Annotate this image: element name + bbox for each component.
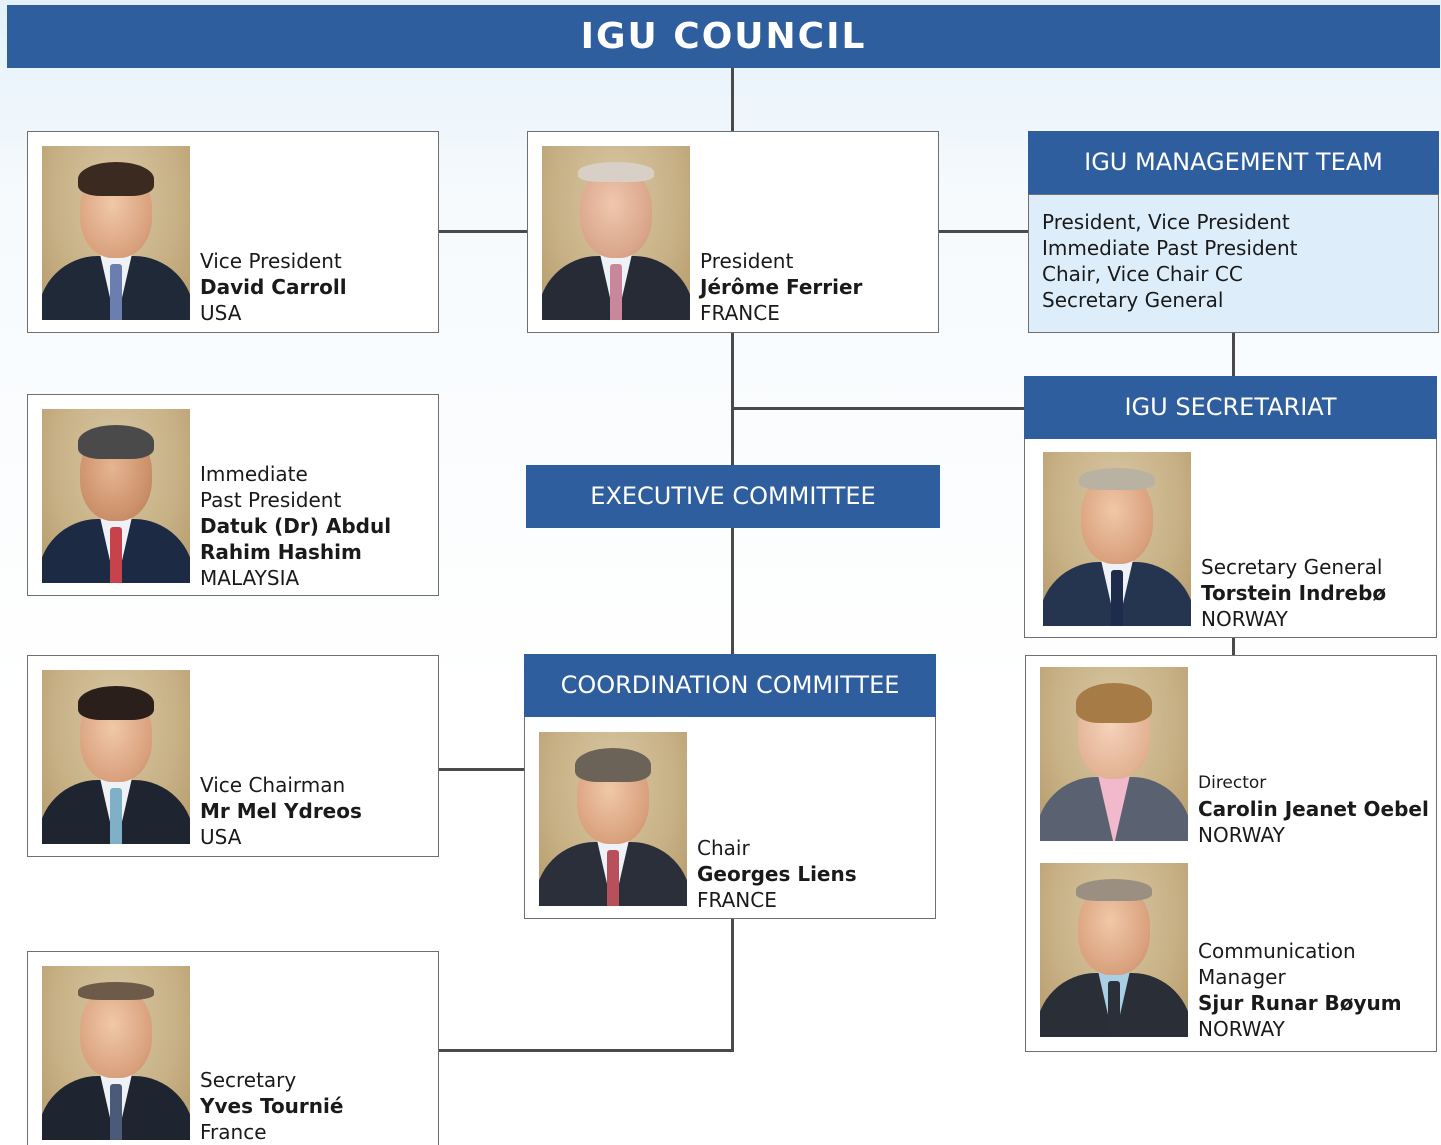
management-team-line: Immediate Past President	[1042, 236, 1298, 260]
past-president-card: Immediate Past President Datuk (Dr) Abdu…	[27, 394, 439, 596]
connector-president-down	[731, 332, 734, 466]
secretary-role: Secretary	[200, 1068, 297, 1092]
past-president-role-2: Past President	[200, 488, 342, 512]
vice-chairman-photo	[42, 670, 190, 844]
communication-manager-photo	[1040, 863, 1188, 1037]
president-name: Jérôme Ferrier	[700, 275, 863, 299]
secretary-country: France	[200, 1120, 267, 1144]
connector-mgmt-secretariat	[1232, 332, 1235, 376]
connector-exec-coord	[731, 527, 734, 654]
secretariat-card: IGU SECRETARIAT Secretary General Torste…	[1024, 376, 1437, 638]
connector-vicechair-coord	[438, 768, 524, 771]
coordination-committee-header: COORDINATION COMMITTEE	[524, 654, 936, 717]
communication-manager-country: NORWAY	[1198, 1017, 1285, 1041]
director-name: Carolin Jeanet Oebel	[1198, 797, 1429, 821]
secretary-photo	[42, 966, 190, 1140]
igu-council-header: IGU COUNCIL	[7, 5, 1440, 68]
vice-chairman-role: Vice Chairman	[200, 773, 346, 797]
secretariat-header: IGU SECRETARIAT	[1024, 376, 1437, 439]
past-president-name-2: Rahim Hashim	[200, 540, 362, 564]
connector-to-secretary	[438, 1049, 734, 1052]
secretary-general-photo	[1043, 452, 1191, 626]
past-president-name-1: Datuk (Dr) Abdul	[200, 514, 392, 538]
vice-president-role: Vice President	[200, 249, 342, 273]
vice-chairman-card: Vice Chairman Mr Mel Ydreos USA	[27, 655, 439, 857]
past-president-role-1: Immediate	[200, 462, 308, 486]
management-team-header: IGU MANAGEMENT TEAM	[1028, 131, 1439, 194]
vice-chairman-name: Mr Mel Ydreos	[200, 799, 362, 823]
president-card: President Jérôme Ferrier FRANCE	[527, 131, 939, 333]
chair-photo	[539, 732, 687, 906]
secretary-general-country: NORWAY	[1201, 607, 1288, 631]
secretary-card: Secretary Yves Tournié France	[27, 951, 439, 1145]
coordination-committee-card: COORDINATION COMMITTEE Chair Georges Lie…	[524, 654, 936, 919]
communication-manager-role-1: Communication	[1198, 939, 1356, 963]
management-team-line: Secretary General	[1042, 288, 1224, 312]
connector-vp-president	[438, 230, 528, 233]
vice-president-name: David Carroll	[200, 275, 347, 299]
director-photo	[1040, 667, 1188, 841]
chair-role: Chair	[697, 836, 750, 860]
management-team-line: President, Vice President	[1042, 210, 1290, 234]
connector-coord-down	[731, 918, 734, 1052]
connector-president-mgmt	[938, 230, 1028, 233]
past-president-photo	[42, 409, 190, 583]
secretary-general-role: Secretary General	[1201, 555, 1383, 579]
management-team-line: Chair, Vice Chair CC	[1042, 262, 1243, 286]
connector-council-president	[731, 66, 734, 132]
chair-country: FRANCE	[697, 888, 777, 912]
management-team-panel: President, Vice President Immediate Past…	[1028, 194, 1439, 333]
vice-chairman-country: USA	[200, 825, 242, 849]
director-country: NORWAY	[1198, 823, 1285, 847]
secretariat-staff-card: Director Carolin Jeanet Oebel NORWAY Com…	[1025, 655, 1437, 1052]
past-president-country: MALAYSIA	[200, 566, 300, 590]
vice-president-photo	[42, 146, 190, 320]
chair-name: Georges Liens	[697, 862, 857, 886]
secretary-general-name: Torstein Indrebø	[1201, 581, 1387, 605]
communication-manager-name: Sjur Runar Bøyum	[1198, 991, 1402, 1015]
vice-president-country: USA	[200, 301, 242, 325]
vice-president-card: Vice President David Carroll USA	[27, 131, 439, 333]
president-role: President	[700, 249, 794, 273]
connector-to-secretariat	[731, 407, 1025, 410]
communication-manager-role-2: Manager	[1198, 965, 1286, 989]
director-role: Director	[1198, 773, 1267, 793]
secretary-name: Yves Tournié	[200, 1094, 344, 1118]
connector-secretariat-staff	[1232, 637, 1235, 655]
executive-committee-box: EXECUTIVE COMMITTEE	[526, 465, 940, 528]
president-photo	[542, 146, 690, 320]
president-country: FRANCE	[700, 301, 780, 325]
